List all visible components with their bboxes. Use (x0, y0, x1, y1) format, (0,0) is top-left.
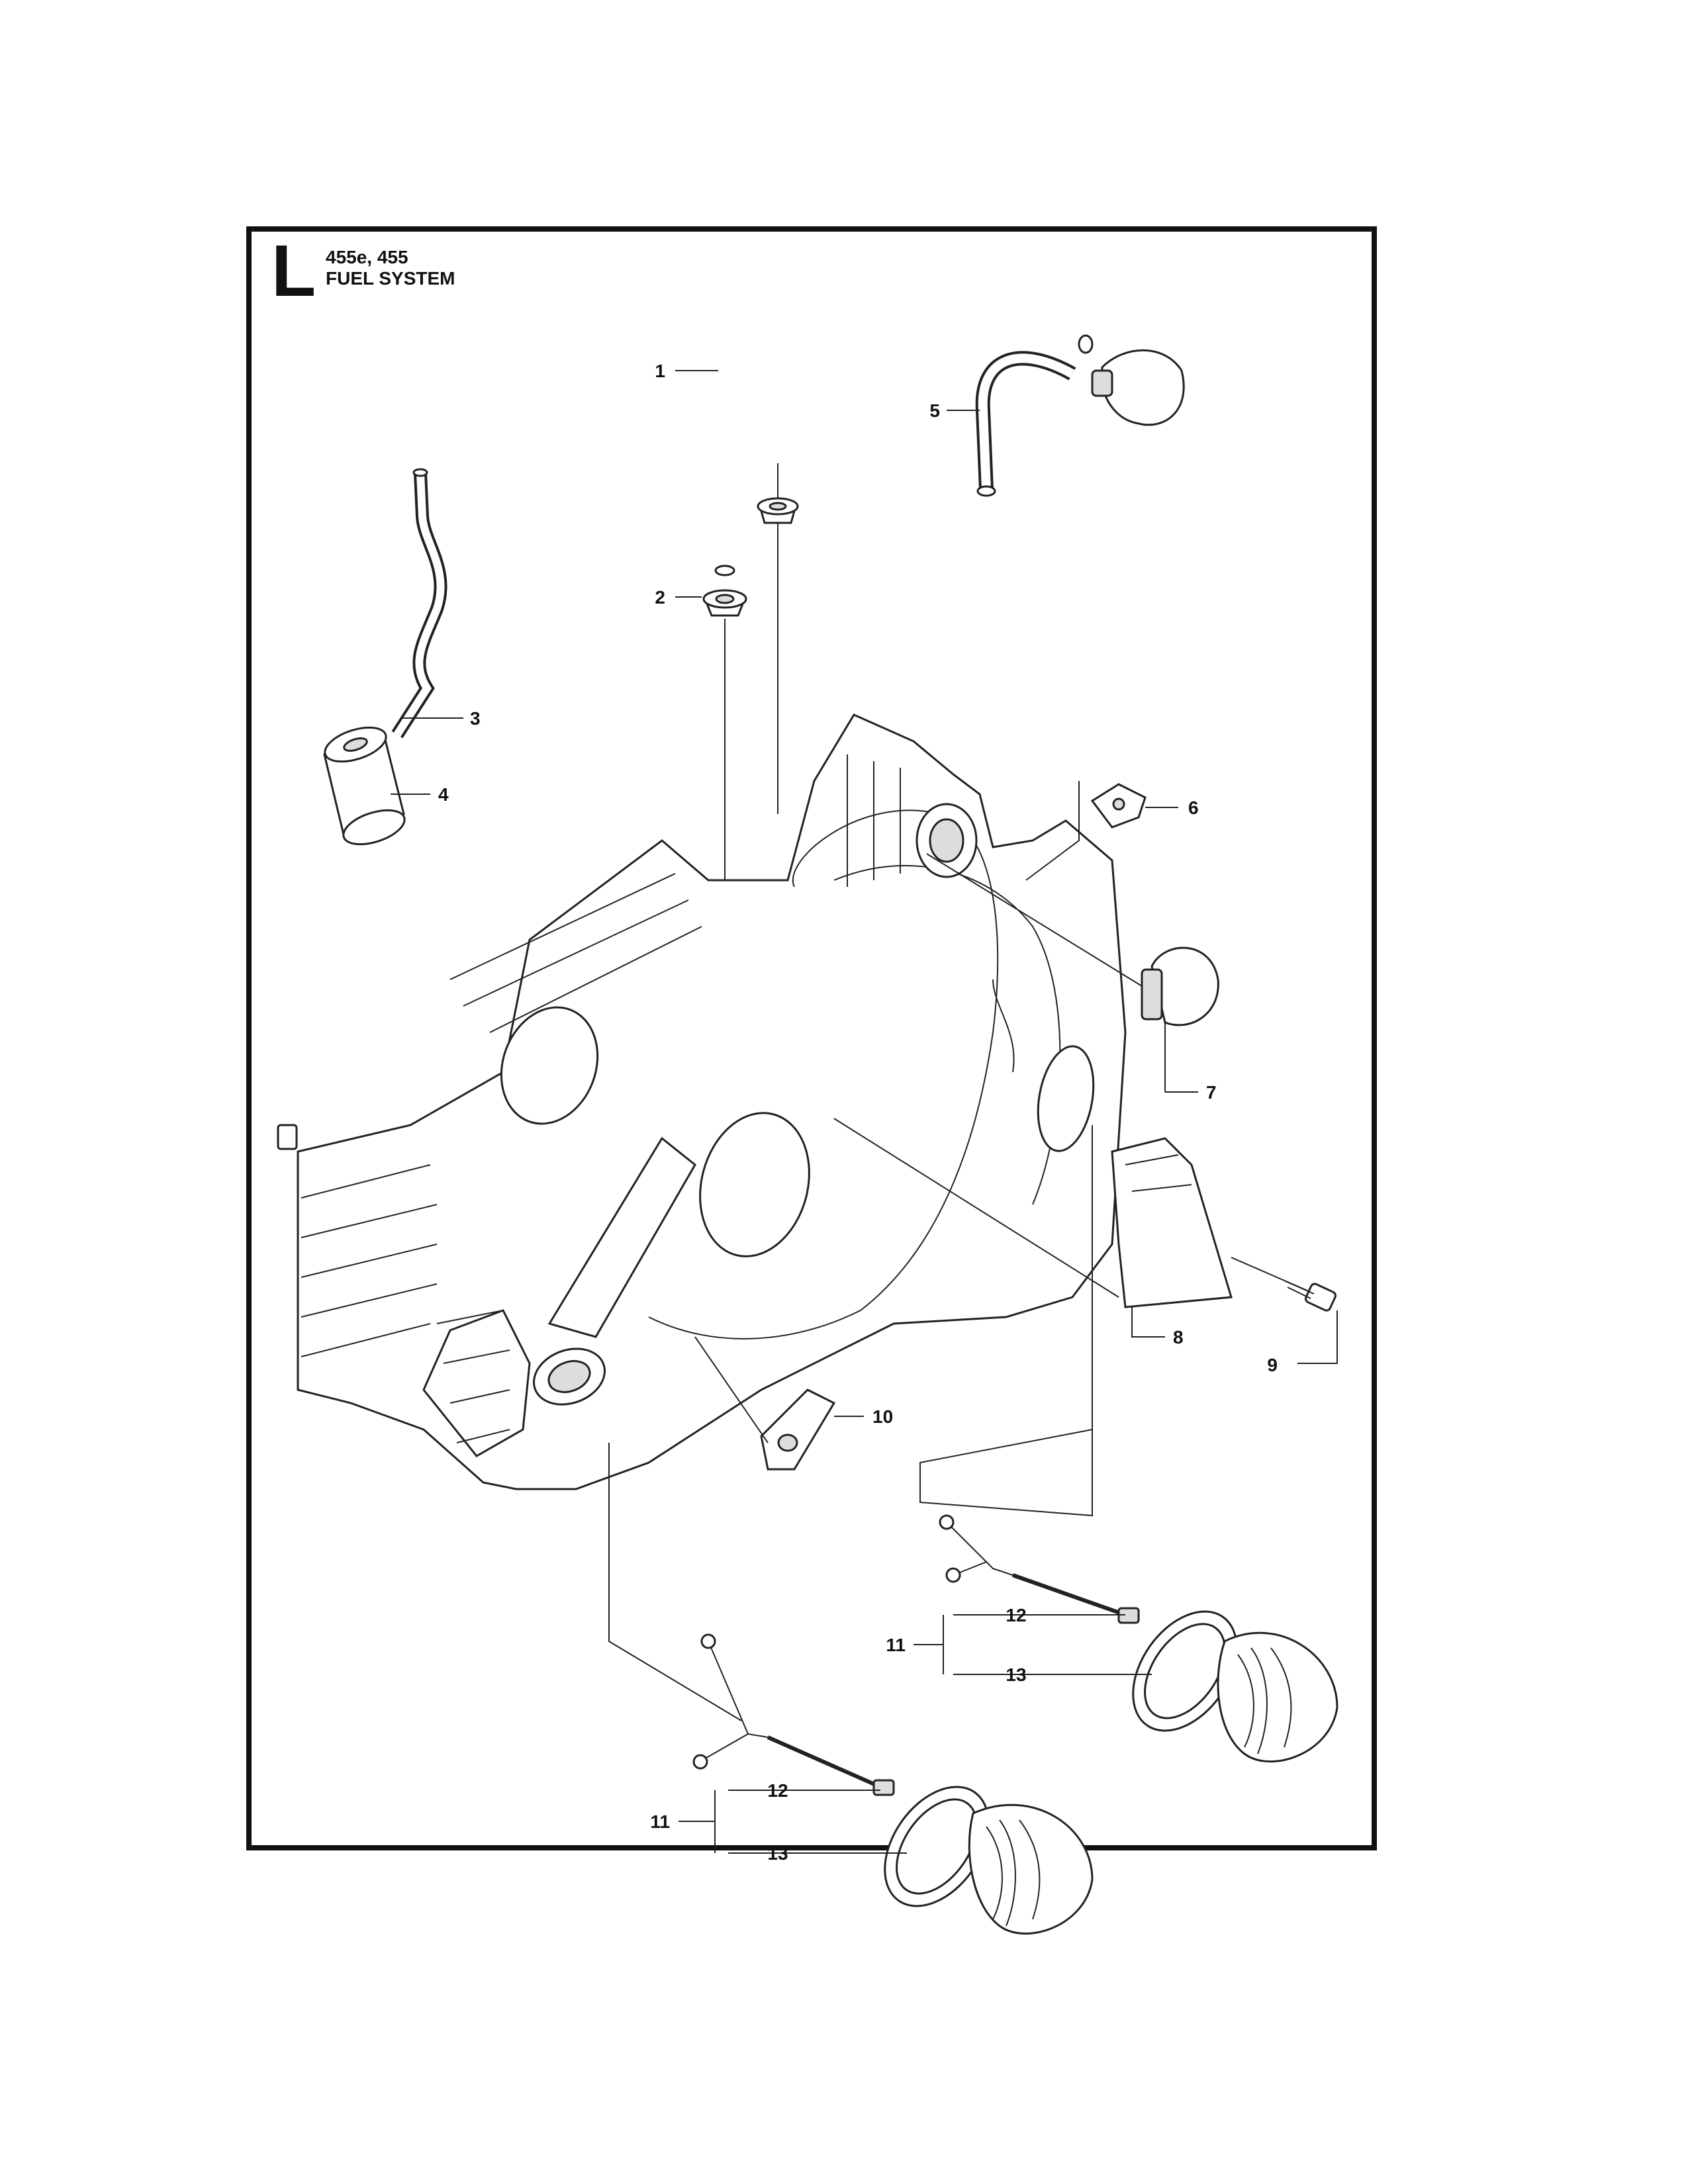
part-4-fuel-filter (323, 726, 406, 846)
callout-8: 8 (1173, 1327, 1184, 1347)
diagram-frame (246, 226, 1377, 1850)
callout-6: 6 (1188, 797, 1199, 818)
callout-12-left: 12 (767, 1780, 788, 1801)
fuel-cap-assembly-right (914, 1125, 1338, 1763)
callout-13-right: 13 (1006, 1664, 1026, 1685)
part-1-fuel-hose (714, 276, 1094, 576)
part-10-bracket (694, 1336, 864, 1471)
callout-11-right: 11 (886, 1635, 906, 1655)
part-8-deflector (833, 1118, 1233, 1338)
part-9-screw (1231, 1257, 1338, 1364)
part-7-primer-bulb (926, 853, 1219, 1093)
callout-5: 5 (929, 400, 940, 421)
leader-lines (391, 370, 980, 795)
callout-9: 9 (1267, 1355, 1278, 1375)
callout-7: 7 (1206, 1082, 1217, 1103)
part-5-hose (975, 349, 1185, 497)
callout-3: 3 (470, 708, 481, 729)
callout-2: 2 (655, 587, 665, 608)
callout-10: 10 (872, 1406, 893, 1427)
callout-1: 1 (655, 361, 665, 381)
callout-13-left: 13 (767, 1843, 788, 1864)
part-3-suction-hose (391, 468, 447, 739)
vent-grommet (757, 463, 799, 814)
part-2-grommet (702, 589, 747, 900)
part-6-clip (1025, 781, 1178, 881)
section-letter: L (271, 230, 316, 312)
model-numbers: 455e, 455 (326, 247, 408, 267)
callout-4: 4 (438, 784, 449, 805)
callout-12-right: 12 (1006, 1605, 1026, 1625)
callout-11-left: 11 (650, 1811, 670, 1832)
crankcase-body (277, 713, 1127, 1490)
fuel-cap-assembly-left (608, 1443, 1094, 1935)
section-title: FUEL SYSTEM (326, 268, 455, 289)
